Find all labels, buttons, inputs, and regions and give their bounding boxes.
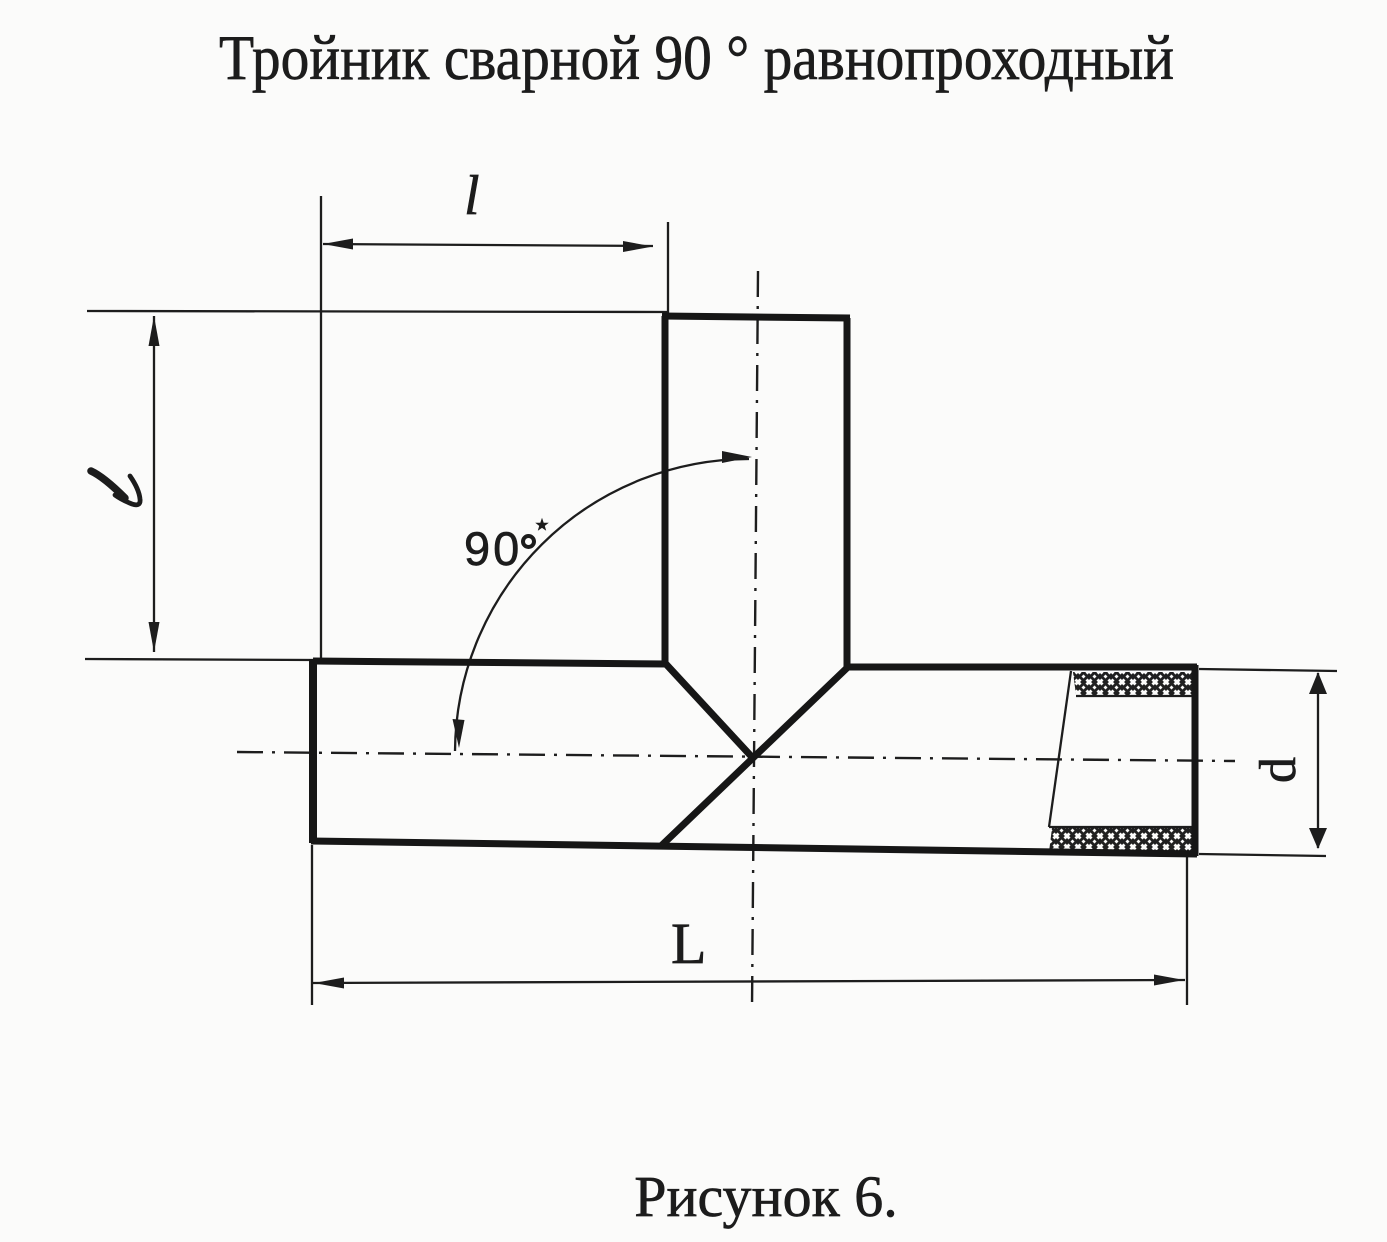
- svg-text:90: 90: [464, 522, 522, 575]
- svg-text:L: L: [671, 911, 706, 976]
- svg-text:Рисунок 6.: Рисунок 6.: [634, 1164, 898, 1229]
- svg-text:d: d: [1250, 757, 1307, 783]
- svg-text:l: l: [464, 165, 480, 227]
- svg-text:Тройник сварной 90 ° равнопрох: Тройник сварной 90 ° равнопроходный: [219, 23, 1174, 93]
